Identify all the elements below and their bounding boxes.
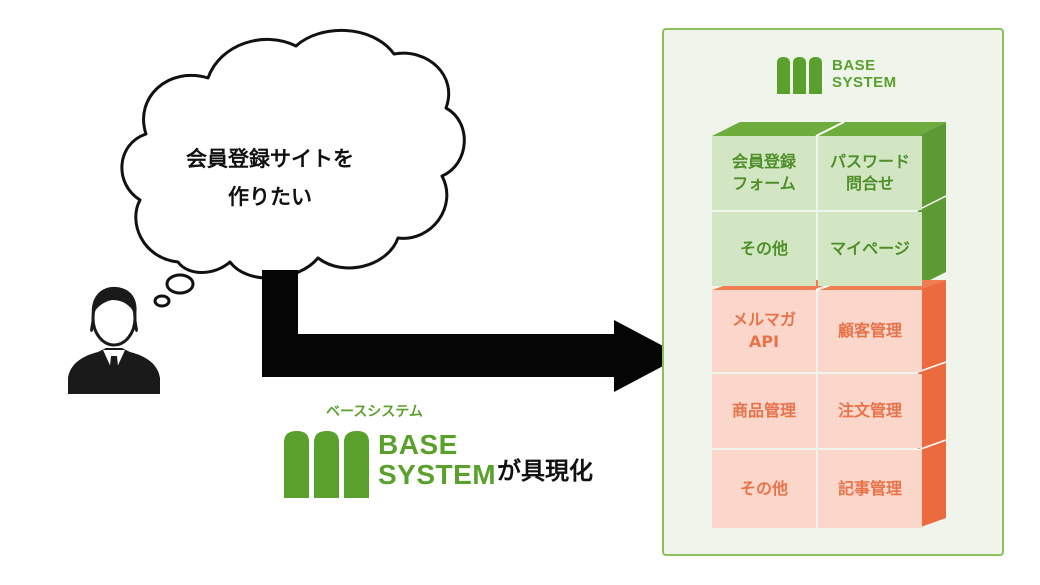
panel-logo-icon — [777, 57, 822, 94]
logo-icon — [284, 431, 369, 498]
tagline: が具現化 — [497, 457, 593, 485]
thought-bubble — [120, 29, 466, 308]
module-password-inquiry: パスワード問合せ — [818, 136, 922, 210]
green-block-side — [918, 122, 946, 286]
speech-line-1: 会員登録サイトを — [186, 147, 354, 171]
logo-wordmark: BASE SYSTEM — [378, 430, 496, 490]
module-article-management: 記事管理 — [818, 450, 922, 528]
module-other-green: その他 — [712, 212, 816, 286]
module-customer-management: 顧客管理 — [818, 290, 922, 372]
module-label: 問合せ — [845, 174, 894, 193]
module-label: パスワード — [829, 152, 910, 171]
module-label: 商品管理 — [731, 401, 796, 420]
thought-dot-large — [165, 273, 195, 295]
thought-dot-small — [153, 294, 171, 308]
module-label: 会員登録 — [731, 152, 796, 171]
module-product-management: 商品管理 — [712, 374, 816, 448]
module-label: 記事管理 — [837, 479, 902, 498]
module-label: その他 — [739, 239, 788, 258]
module-order-management: 注文管理 — [818, 374, 922, 448]
orange-block-side — [918, 280, 946, 528]
module-label: マイページ — [830, 239, 910, 258]
speech-text: 会員登録サイトを 作りたい — [130, 140, 410, 216]
module-other-orange: その他 — [712, 450, 816, 528]
arrow — [262, 270, 682, 392]
module-label: メルマガ — [731, 310, 796, 329]
person-icon — [68, 286, 160, 394]
panel-logo-line-1: BASE — [832, 57, 876, 74]
speech-line-2: 作りたい — [228, 185, 312, 209]
logo-kana: ベースシステム — [326, 404, 423, 420]
module-member-registration: 会員登録フォーム — [712, 136, 816, 210]
panel-logo-wordmark: BASE SYSTEM — [832, 57, 897, 91]
module-mypage: マイページ — [818, 212, 922, 286]
module-label: その他 — [739, 479, 788, 498]
module-label: 注文管理 — [837, 401, 902, 420]
module-label: API — [748, 332, 780, 351]
logo-line-1: BASE — [378, 429, 458, 460]
module-label: フォーム — [732, 174, 796, 193]
module-mailmag-api: メルマガ API — [712, 290, 816, 372]
panel-logo-line-2: SYSTEM — [832, 74, 897, 91]
logo-line-2: SYSTEM — [378, 459, 497, 490]
module-label: 顧客管理 — [837, 321, 902, 340]
